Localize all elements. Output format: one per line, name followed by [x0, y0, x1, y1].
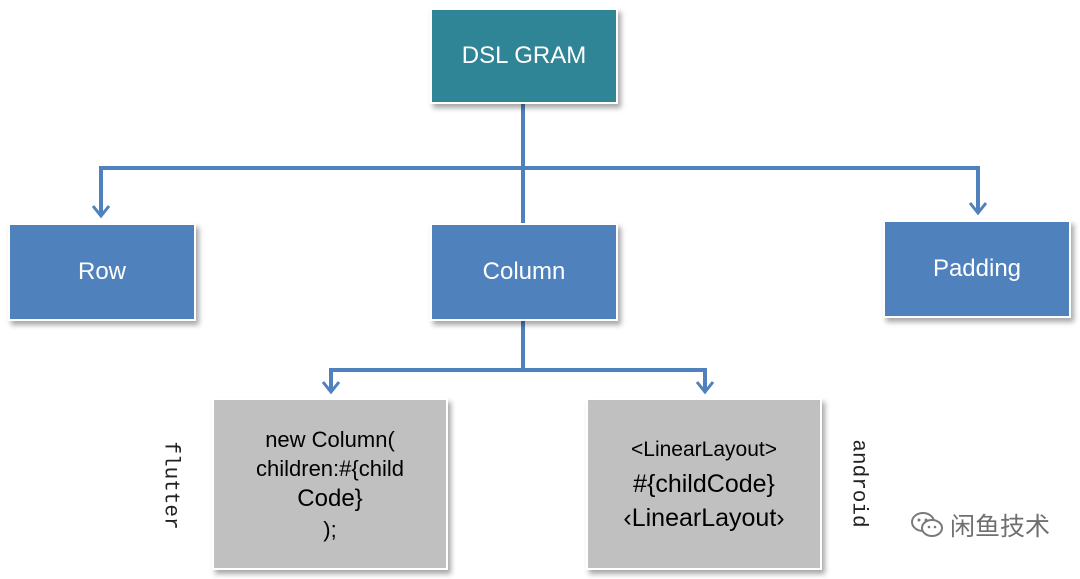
flutter-code-box: new Column( children:#{child Code} );	[212, 398, 448, 570]
flutter-code-line-2: children:#{child	[256, 455, 404, 481]
android-side-label: android	[846, 439, 870, 528]
row-node: Row	[8, 223, 196, 321]
android-code-line-2: #{childCode}	[633, 470, 775, 498]
flutter-arrowhead	[321, 381, 341, 395]
column-node: Column	[430, 223, 618, 321]
android-code-box: <LinearLayout> #{childCode} ‹LinearLayou…	[586, 398, 822, 570]
row-label: Row	[77, 258, 126, 285]
row-arrowhead	[91, 205, 111, 219]
flutter-code-line-1: new Column(	[265, 426, 395, 452]
android-code-line-1: <LinearLayout>	[631, 438, 777, 461]
watermark: 闲鱼技术	[910, 507, 1050, 543]
dsl-gram-node: DSL GRAM	[430, 8, 618, 104]
wechat-icon	[910, 512, 943, 537]
column-label: Column	[482, 258, 566, 285]
android-code-line-3: ‹LinearLayout›	[623, 504, 785, 532]
flutter-code-line-3: Code}	[297, 484, 363, 512]
padding-arrowhead	[968, 202, 988, 216]
flutter-code-line-4: );	[323, 516, 337, 542]
watermark-text: 闲鱼技术	[949, 512, 1050, 541]
padding-label: Padding	[932, 255, 1022, 282]
padding-node: Padding	[883, 220, 1071, 318]
flutter-side-label: flutter	[158, 441, 182, 530]
android-arrowhead	[695, 381, 715, 395]
dsl-gram-label: DSL GRAM	[461, 42, 587, 69]
